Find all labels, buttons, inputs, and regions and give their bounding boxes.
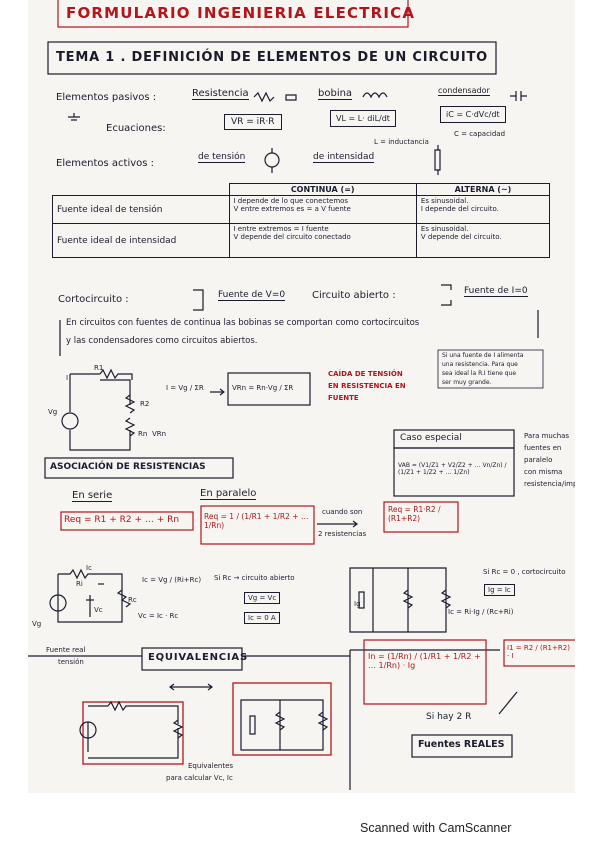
fuente-v0-label: Fuente de V=0 <box>218 290 286 301</box>
lbl-rn: Rn <box>138 430 148 438</box>
caida-line-2: EN RESISTENCIA EN <box>328 382 406 390</box>
paralelo-label: En paralelo <box>200 488 257 500</box>
row2-alt-1: Es sinusoidal. <box>420 225 469 233</box>
divider-vrn: VRn = Rn·Vg / ΣR <box>232 384 294 392</box>
special-note-1: Para muchas <box>524 432 570 440</box>
si-hay-2r: Si hay 2 R <box>426 712 472 722</box>
c-note: C = capacidad <box>454 130 506 138</box>
cortocircuito-label: Cortocircuito : <box>58 294 129 305</box>
real-vc: Vc = Ic · Rc <box>138 612 179 620</box>
ecuaciones-label: Ecuaciones: <box>106 123 166 134</box>
side-note-1: Si una fuente de I alimenta <box>442 352 524 359</box>
real-ic0: Ic = 0 A <box>244 612 280 624</box>
notebook-page: FORMULARIO INGENIERIA ELECTRICA TEMA 1 .… <box>28 0 575 793</box>
row2-alt-2: V depende del circuito. <box>420 233 502 241</box>
note-line-1: En circuitos con fuentes de continua las… <box>66 318 420 328</box>
lbl-r2: R2 <box>140 400 150 408</box>
serie-label: En serie <box>72 490 113 502</box>
eq-condensador: iC = C·dVc/dt <box>440 106 506 123</box>
row1-alt-1: Es sinusoidal. <box>420 197 469 205</box>
special-title: Caso especial <box>400 433 462 443</box>
real-ic-par: Ic = Ri·Ig / (Rc+Ri) <box>448 608 514 616</box>
lbl-ig: Ig <box>354 600 361 608</box>
abierto-label: Circuito abierto : <box>312 290 396 301</box>
eq-bobina: VL = L· diL/dt <box>330 110 396 127</box>
row-fuente-intensidad: Fuente ideal de intensidad <box>52 223 230 258</box>
real-si-rc: Si Rc → circuito abierto <box>214 574 295 582</box>
dos-resistencias: 2 resistencias <box>318 530 367 538</box>
lbl-ri: Ri <box>76 580 83 588</box>
eq-resistencia: VR = iR·R <box>224 114 282 130</box>
row2-cont-2: V depende del circuito conectado <box>233 233 351 241</box>
l-note: L = inductancia <box>374 138 429 146</box>
real-ic: Ic = Vg / (Ri+Rc) <box>142 576 202 584</box>
para-calcular-label: para calcular Vc, Ic <box>166 774 233 782</box>
side-note-4: ser muy grande. <box>442 379 492 386</box>
note-line-2: y las condensadores como circuitos abier… <box>66 336 258 346</box>
fuente-i0-label: Fuente de I=0 <box>464 286 528 297</box>
condensador-label: condensador <box>438 86 490 96</box>
lbl-r1: R1 <box>94 364 104 372</box>
req-paralelo: Req = 1 / (1/R1 + 1/R2 + … 1/Rn) <box>204 512 309 530</box>
lbl-vrn: VRn <box>152 430 167 438</box>
real-ig-ic: Ig = Ic <box>484 584 515 596</box>
special-note-2: fuentes en <box>524 444 562 452</box>
equiv-it-formula: I1 = R2 / (R1+R2) · I <box>507 644 570 660</box>
lbl-vg2: Vg <box>32 620 42 628</box>
topic-title: TEMA 1 . DEFINICIÓN DE ELEMENTOS DE UN C… <box>56 50 488 65</box>
divider-current: I = Vg / ΣR <box>166 384 204 392</box>
resistencia-label: Resistencia <box>192 88 249 100</box>
special-note-3: paralelo <box>524 456 553 464</box>
lbl-rc: Rc <box>128 596 137 604</box>
lbl-ic: Ic <box>86 564 92 572</box>
side-note-2: una resistencia. Para que <box>442 361 518 368</box>
caida-line-1: CAÍDA DE TENSIÓN <box>328 370 403 378</box>
tension-label-2: tensión <box>58 658 84 666</box>
col-alterna: ALTERNA (~) <box>415 183 551 196</box>
lbl-vc: Vc <box>94 606 103 614</box>
equiv-title: EQUIVALENCIAS <box>148 652 248 663</box>
special-note-4: con misma <box>524 468 563 476</box>
fuentes-reales: Fuentes REALES <box>418 739 505 750</box>
asociacion-title: ASOCIACIÓN DE RESISTENCIAS <box>50 462 206 472</box>
special-note-5: resistencia/imp. <box>524 480 575 488</box>
equivalentes-label: Equivalentes <box>188 762 234 770</box>
cuando-son: cuando son <box>322 508 363 516</box>
tension-label: de tensión <box>198 152 246 163</box>
side-note-3: sea ideal la R.I tiene que <box>442 370 517 377</box>
real-vg-vc: Vg = Vc <box>244 592 281 604</box>
sources-table: CONTINUA (=) ALTERNA (~) Fuente ideal de… <box>52 183 551 258</box>
lbl-i: I <box>66 374 69 382</box>
row2-cont-1: I entre extremos = I fuente <box>233 225 329 233</box>
passive-label: Elementos pasivos : <box>56 92 157 103</box>
special-formula: VAB = (V1/Z1 + V2/Z2 + … Vn/Zn) / (1/Z1 … <box>398 462 507 476</box>
row1-cont-2: V entre extremos es = a V fuente <box>233 205 351 213</box>
row1-cont-1: I depende de lo que conectemos <box>233 197 349 205</box>
scanner-watermark: Scanned with CamScanner <box>360 821 512 835</box>
caida-line-3: FUENTE <box>328 394 359 402</box>
equiv-in-formula: In = (1/Rn) / (1/R1 + 1/R2 + … 1/Rn) · I… <box>368 652 481 670</box>
row-fuente-tension: Fuente ideal de tensión <box>52 195 230 224</box>
bobina-label: bobina <box>318 88 353 100</box>
req-serie: Req = R1 + R2 + … + Rn <box>64 515 180 525</box>
row1-alt-2: I depende del circuito. <box>420 205 499 213</box>
page-title: FORMULARIO INGENIERIA ELECTRICA <box>66 4 416 22</box>
real-si-rc0: Si Rc = 0 , cortocircuito <box>483 568 566 576</box>
fuente-real-label: Fuente real <box>46 646 86 654</box>
col-continua: CONTINUA (=) <box>228 183 417 196</box>
active-label: Elementos activos : <box>56 158 155 169</box>
intensidad-label: de intensidad <box>313 152 375 163</box>
lbl-vg: Vg <box>48 408 58 416</box>
req-two: Req = R1·R2 / (R1+R2) <box>388 505 441 523</box>
